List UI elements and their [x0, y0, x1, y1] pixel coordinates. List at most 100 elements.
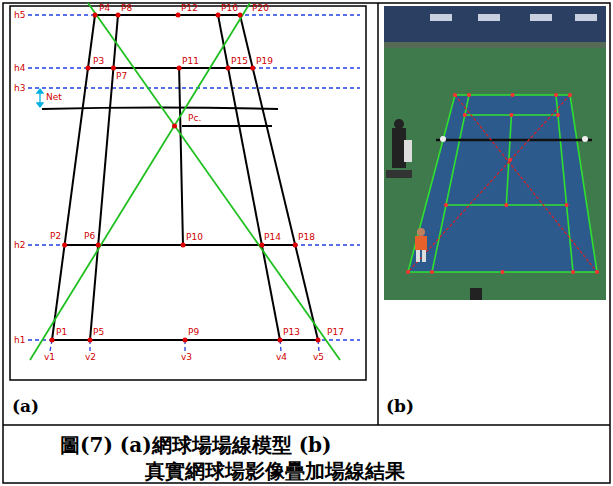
court-model-part-part	[28, 87, 360, 88]
point-label: P15	[231, 56, 248, 66]
court-photo-part	[430, 14, 452, 21]
court-model-part-part	[259, 243, 264, 248]
court-model-part-part	[181, 243, 186, 248]
court-photo-part-part	[416, 250, 420, 262]
court-model-part-part	[278, 338, 283, 343]
point-label: P5	[93, 327, 104, 337]
court-photo-part-part	[463, 113, 467, 117]
table-frame-part	[3, 3, 610, 483]
court-photo-part	[384, 42, 606, 48]
court-photo-part-part	[422, 250, 426, 262]
court-model-part-part	[177, 66, 182, 71]
court-photo-part-part	[455, 95, 597, 272]
point-label: v4	[276, 352, 287, 362]
court-photo-part-part	[595, 270, 599, 274]
court-photo-part	[436, 139, 592, 142]
point-label: P19	[256, 56, 273, 66]
court-photo	[384, 6, 606, 300]
court-model-part-part	[88, 338, 93, 343]
court-model-part-part	[218, 15, 280, 340]
court-model-part-part	[176, 13, 181, 18]
court-photo-part-part	[386, 170, 412, 178]
court-photo-part	[575, 14, 597, 21]
point-label: P13	[283, 327, 300, 337]
court-model-part-part	[52, 15, 95, 340]
court-model-part-part	[28, 339, 360, 340]
table-frame-part	[377, 3, 379, 425]
court-photo-part-part	[404, 140, 412, 162]
panel-label: (b)	[386, 396, 414, 416]
court-model-part-part	[28, 244, 360, 245]
court-photo-part	[582, 136, 588, 142]
point-label: h5	[14, 10, 25, 20]
point-label: P1	[56, 327, 67, 337]
court-model-part-part	[182, 125, 272, 127]
court-model-part-part	[37, 103, 43, 107]
court-model-part-part	[88, 3, 340, 360]
court-photo-part-part	[556, 113, 560, 117]
court-model-part-part	[37, 89, 43, 93]
court-photo-part-part	[408, 95, 597, 272]
court-photo-part-part	[406, 270, 410, 274]
court-photo-part-part	[467, 93, 471, 97]
panel-label: (a)	[12, 396, 39, 416]
point-label: P10	[186, 232, 203, 242]
court-photo-part-part	[509, 113, 513, 117]
court-photo-part-part	[508, 158, 512, 162]
point-label: h4	[14, 63, 25, 73]
point-label: Pc.	[188, 113, 201, 123]
court-photo-part-part	[554, 93, 558, 97]
court-photo-part-part	[432, 95, 469, 272]
point-label: P12	[181, 3, 198, 13]
court-model-part-part	[293, 243, 298, 248]
court-model-part-part	[240, 15, 318, 340]
court-model-part-part	[238, 13, 243, 18]
court-model-part-part	[216, 13, 221, 18]
point-label: v5	[313, 352, 324, 362]
figure-caption: 圖(7) (a)網球場場線模型 (b)真實網球場影像疊加場線結果	[60, 432, 480, 484]
point-label: P8	[121, 3, 132, 13]
court-photo-part-part	[415, 236, 427, 250]
court-photo-part-part	[501, 270, 505, 274]
court-photo-part	[408, 95, 597, 272]
court-photo-part-part	[417, 228, 425, 236]
court-photo-part-part	[565, 203, 569, 207]
court-model-part	[10, 6, 366, 380]
court-model-part-part	[172, 124, 177, 129]
point-label: P2	[50, 231, 61, 241]
point-label: v3	[181, 352, 192, 362]
court-photo-part-part	[568, 93, 572, 97]
point-label: P14	[264, 232, 281, 242]
point-label: P7	[116, 71, 127, 81]
court-model-part	[42, 15, 318, 340]
table-frame-part	[3, 424, 610, 426]
court-model-part-part	[226, 66, 231, 71]
court-model-part-part	[116, 13, 121, 18]
court-photo-part	[408, 95, 597, 272]
court-model-part-part	[250, 66, 255, 71]
court-photo-part-part	[504, 203, 508, 207]
court-photo-part	[406, 93, 599, 274]
court-photo-part-part	[506, 115, 511, 205]
court-model-part-part	[30, 3, 250, 360]
point-label: v2	[85, 352, 96, 362]
court-photo-part-part	[511, 93, 515, 97]
court-model-part-part	[179, 68, 183, 245]
point-label: P9	[188, 327, 199, 337]
point-label: v1	[44, 352, 55, 362]
court-photo-part-part	[408, 95, 570, 272]
court-model-part-part	[183, 338, 188, 343]
court-model-part-part	[28, 67, 360, 68]
court-photo-part	[440, 136, 446, 142]
point-label: P17	[327, 327, 344, 337]
court-photo-part	[530, 14, 552, 21]
court-photo-part	[408, 95, 597, 272]
court-model-part-part	[42, 108, 278, 110]
point-label: P18	[298, 232, 315, 242]
point-label: P6	[84, 231, 95, 241]
point-label: Net	[46, 92, 62, 102]
point-label: h1	[14, 335, 25, 345]
court-photo-part-part	[444, 203, 448, 207]
court-model-part-part	[93, 13, 98, 18]
